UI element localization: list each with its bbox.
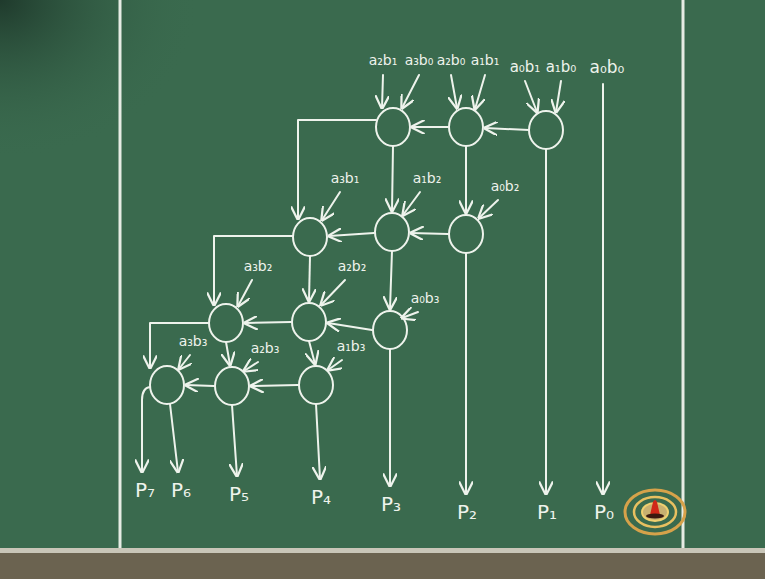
input-arrow [402, 75, 419, 108]
board-line [682, 0, 685, 548]
output-label: P₅ [229, 482, 249, 506]
carry-arrow [214, 236, 293, 305]
input-label: a₂b₁ [369, 52, 398, 69]
adder-cell [293, 218, 327, 256]
output-arrow [545, 149, 547, 494]
input-arrow [328, 360, 342, 370]
input-arrow [525, 81, 537, 112]
input-arrow [403, 192, 420, 215]
input-label: a₂b₂ [338, 258, 367, 275]
input-label: a₃b₁ [331, 170, 360, 187]
input-label: a₁b₁ [471, 52, 500, 69]
adder-cell [215, 367, 249, 405]
carry-arrow [485, 128, 529, 130]
sum-arrow [390, 251, 392, 309]
output-label: P₆ [171, 478, 191, 502]
board-shadow [0, 0, 200, 160]
input-label: a₂b₀ [437, 52, 466, 69]
output-arrow [389, 349, 391, 486]
output-arrow [316, 404, 320, 479]
input-label: a₁b₀ [546, 58, 577, 76]
tray-edge [0, 548, 765, 553]
adder-cell [299, 366, 333, 404]
sum-arrow [392, 146, 393, 211]
output-arrow [465, 253, 467, 494]
input-arrow [475, 75, 485, 109]
lamp-ring [634, 497, 676, 527]
input-label: a₁b₂ [413, 170, 442, 187]
input-arrow [556, 81, 561, 112]
output-arrow [170, 404, 178, 472]
chalk-tray [0, 552, 765, 579]
adder-cell [449, 108, 483, 146]
input-arrow [382, 75, 383, 108]
output-label: P₀ [594, 500, 614, 524]
input-arrow [479, 200, 498, 218]
sum-arrow [309, 256, 310, 301]
carry-arrow [298, 120, 376, 219]
carry-arrow [412, 126, 449, 128]
lamp-ring [625, 490, 685, 534]
carry-arrow [411, 233, 448, 234]
input-arrow [322, 192, 340, 220]
adder-cell [529, 111, 563, 149]
input-arrow [179, 355, 190, 369]
input-arrow [451, 75, 457, 108]
output-label: P₃ [381, 492, 401, 516]
adder-cell [150, 366, 184, 404]
adder-cell [376, 108, 410, 146]
carry-arrow [245, 322, 291, 323]
carry-arrow [251, 385, 298, 386]
input-label: a₂b₃ [251, 340, 280, 357]
adder-cell [449, 215, 483, 253]
output-arrow [142, 387, 150, 472]
input-arrow [402, 312, 418, 318]
recording-lamp [625, 490, 685, 534]
input-label: a₀b₀ [590, 57, 625, 77]
input-label: a₃b₀ [405, 52, 434, 69]
adder-cell [292, 303, 326, 341]
output-label: P₄ [311, 485, 331, 509]
input-label: a₀b₂ [491, 178, 520, 195]
input-label: a₀b₃ [411, 290, 440, 307]
input-label: a₃b₂ [244, 258, 273, 275]
input-arrow [238, 280, 252, 306]
carry-arrow [150, 323, 209, 368]
adder-cell [373, 311, 407, 349]
input-arrow [244, 362, 258, 371]
input-arrow [321, 280, 345, 305]
adder-cell [375, 213, 409, 251]
carry-arrow [186, 385, 214, 386]
board-line [119, 0, 122, 548]
input-label: a₁b₃ [337, 338, 366, 355]
lamp-cone [650, 500, 660, 515]
output-label: P₂ [457, 500, 477, 524]
input-label: a₀b₁ [510, 58, 541, 76]
sum-arrow [465, 146, 467, 213]
carry-arrow [328, 323, 372, 330]
output-label: P₁ [537, 500, 557, 524]
input-label: a₃b₃ [179, 333, 208, 350]
sum-arrow [226, 342, 230, 365]
adder-cell [209, 304, 243, 342]
output-label: P₇ [135, 478, 155, 502]
sum-arrow [309, 341, 315, 364]
carry-arrow [329, 233, 374, 236]
lamp-base [646, 514, 664, 519]
output-arrow [232, 405, 237, 476]
output-arrow [602, 84, 604, 494]
